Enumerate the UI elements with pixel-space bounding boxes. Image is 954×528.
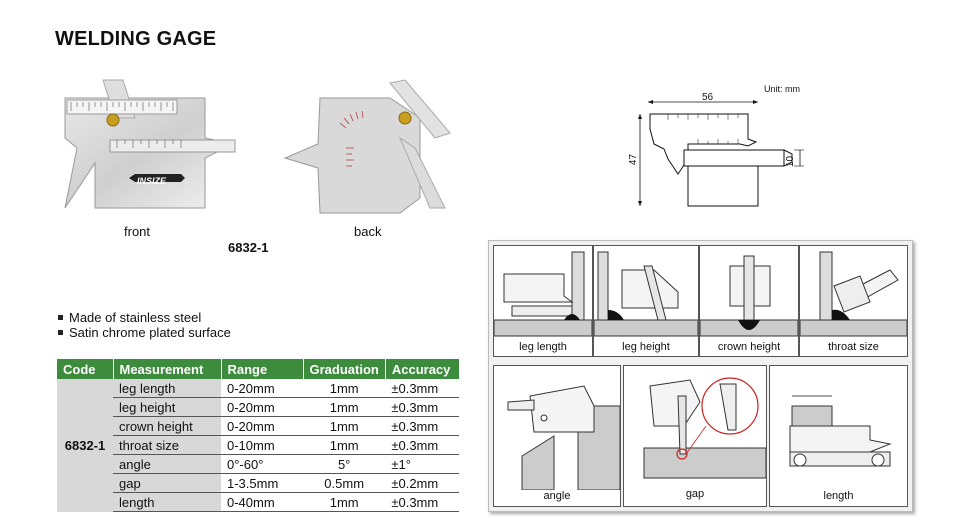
range-cell: 1-3.5mm: [221, 473, 303, 493]
usage-label: crown height: [717, 341, 781, 353]
usage-label: length: [823, 490, 854, 502]
accuracy-cell: ±0.3mm: [385, 492, 460, 512]
table-row: 6832-1 leg length 0-20mm 1mm ±0.3mm: [57, 379, 460, 512]
table-header-row: Code Measurement Range Graduation Accura…: [57, 359, 460, 379]
brand-logo: INSIZE: [137, 176, 167, 186]
bullet-icon: [58, 315, 63, 320]
height-dimension: 47: [628, 153, 640, 166]
graduation-cell: 1mm: [303, 379, 386, 398]
measurement-cell: length: [113, 492, 221, 512]
graduation-cell: 1mm: [303, 416, 386, 436]
graduation-cell: 1mm: [303, 397, 386, 417]
code-cell: 6832-1: [57, 379, 113, 512]
graduation-cell: 0.5mm: [303, 473, 386, 493]
table-row: leg height 0-20mm 1mm ±0.3mm: [57, 397, 460, 417]
usage-cell-length: length: [769, 365, 908, 507]
back-caption: back: [354, 224, 382, 239]
front-caption: front: [124, 224, 151, 239]
range-cell: 0-20mm: [221, 379, 303, 398]
table-row: length 0-40mm 1mm ±0.3mm: [57, 492, 460, 512]
range-cell: 0-40mm: [221, 492, 303, 512]
feature-item: Satin chrome plated surface: [57, 325, 231, 340]
measurement-cell: gap: [113, 473, 221, 493]
usage-label: leg length: [519, 341, 567, 353]
range-cell: 0-20mm: [221, 416, 303, 436]
graduation-cell: 1mm: [303, 492, 386, 512]
accuracy-cell: ±0.3mm: [385, 379, 460, 398]
usage-cell-gap: gap: [623, 365, 767, 507]
dimension-drawing: [628, 84, 818, 214]
usage-cell-leg-height: leg height: [593, 245, 699, 357]
accuracy-cell: ±0.3mm: [385, 435, 460, 455]
spec-table: Code Measurement Range Graduation Accura…: [57, 359, 460, 512]
bullet-icon: [58, 330, 63, 335]
product-code-caption: 6832-1: [228, 240, 269, 255]
usage-label: angle: [543, 490, 571, 502]
range-cell: 0-20mm: [221, 397, 303, 417]
table-row: crown height 0-20mm 1mm ±0.3mm: [57, 416, 460, 436]
graduation-cell: 5°: [303, 454, 386, 474]
column-header: Accuracy: [385, 359, 460, 379]
table-row: angle 0°-60° 5° ±1°: [57, 454, 460, 474]
usage-cell-crown-height: crown height: [699, 245, 799, 357]
table-row: throat size 0-10mm 1mm ±0.3mm: [57, 435, 460, 455]
measurement-cell: crown height: [113, 416, 221, 436]
accuracy-cell: ±1°: [385, 454, 460, 474]
usage-cell-angle: angle: [493, 365, 621, 507]
thickness-dimension: 10: [785, 155, 797, 168]
accuracy-cell: ±0.3mm: [385, 397, 460, 417]
measurement-cell: angle: [113, 454, 221, 474]
usage-cell-throat-size: throat size: [799, 245, 908, 357]
page-title: WELDING GAGE: [55, 28, 217, 50]
range-cell: 0-10mm: [221, 435, 303, 455]
usage-label: throat size: [828, 341, 879, 353]
measurement-cell: leg height: [113, 397, 221, 417]
measurement-cell: leg length: [113, 379, 221, 398]
column-header: Graduation: [303, 359, 386, 379]
range-cell: 0°-60°: [221, 454, 303, 474]
back-photo: [280, 78, 465, 218]
accuracy-cell: ±0.2mm: [385, 473, 460, 493]
width-dimension: 56: [702, 92, 714, 103]
front-photo: [55, 78, 245, 218]
graduation-cell: 1mm: [303, 435, 386, 455]
column-header: Code: [57, 359, 114, 379]
accuracy-cell: ±0.3mm: [385, 416, 460, 436]
usage-label: leg height: [622, 341, 670, 353]
usage-cell-leg-length: leg length: [493, 245, 593, 357]
column-header: Measurement: [113, 359, 222, 379]
table-row: gap 1-3.5mm 0.5mm ±0.2mm: [57, 473, 460, 493]
usage-label: gap: [685, 488, 705, 500]
measurement-cell: throat size: [113, 435, 221, 455]
usage-diagram-panel: leg length leg height crown height throa…: [488, 240, 913, 512]
column-header: Range: [221, 359, 304, 379]
unit-label: Unit: mm: [764, 84, 800, 94]
feature-item: Made of stainless steel: [57, 310, 201, 325]
